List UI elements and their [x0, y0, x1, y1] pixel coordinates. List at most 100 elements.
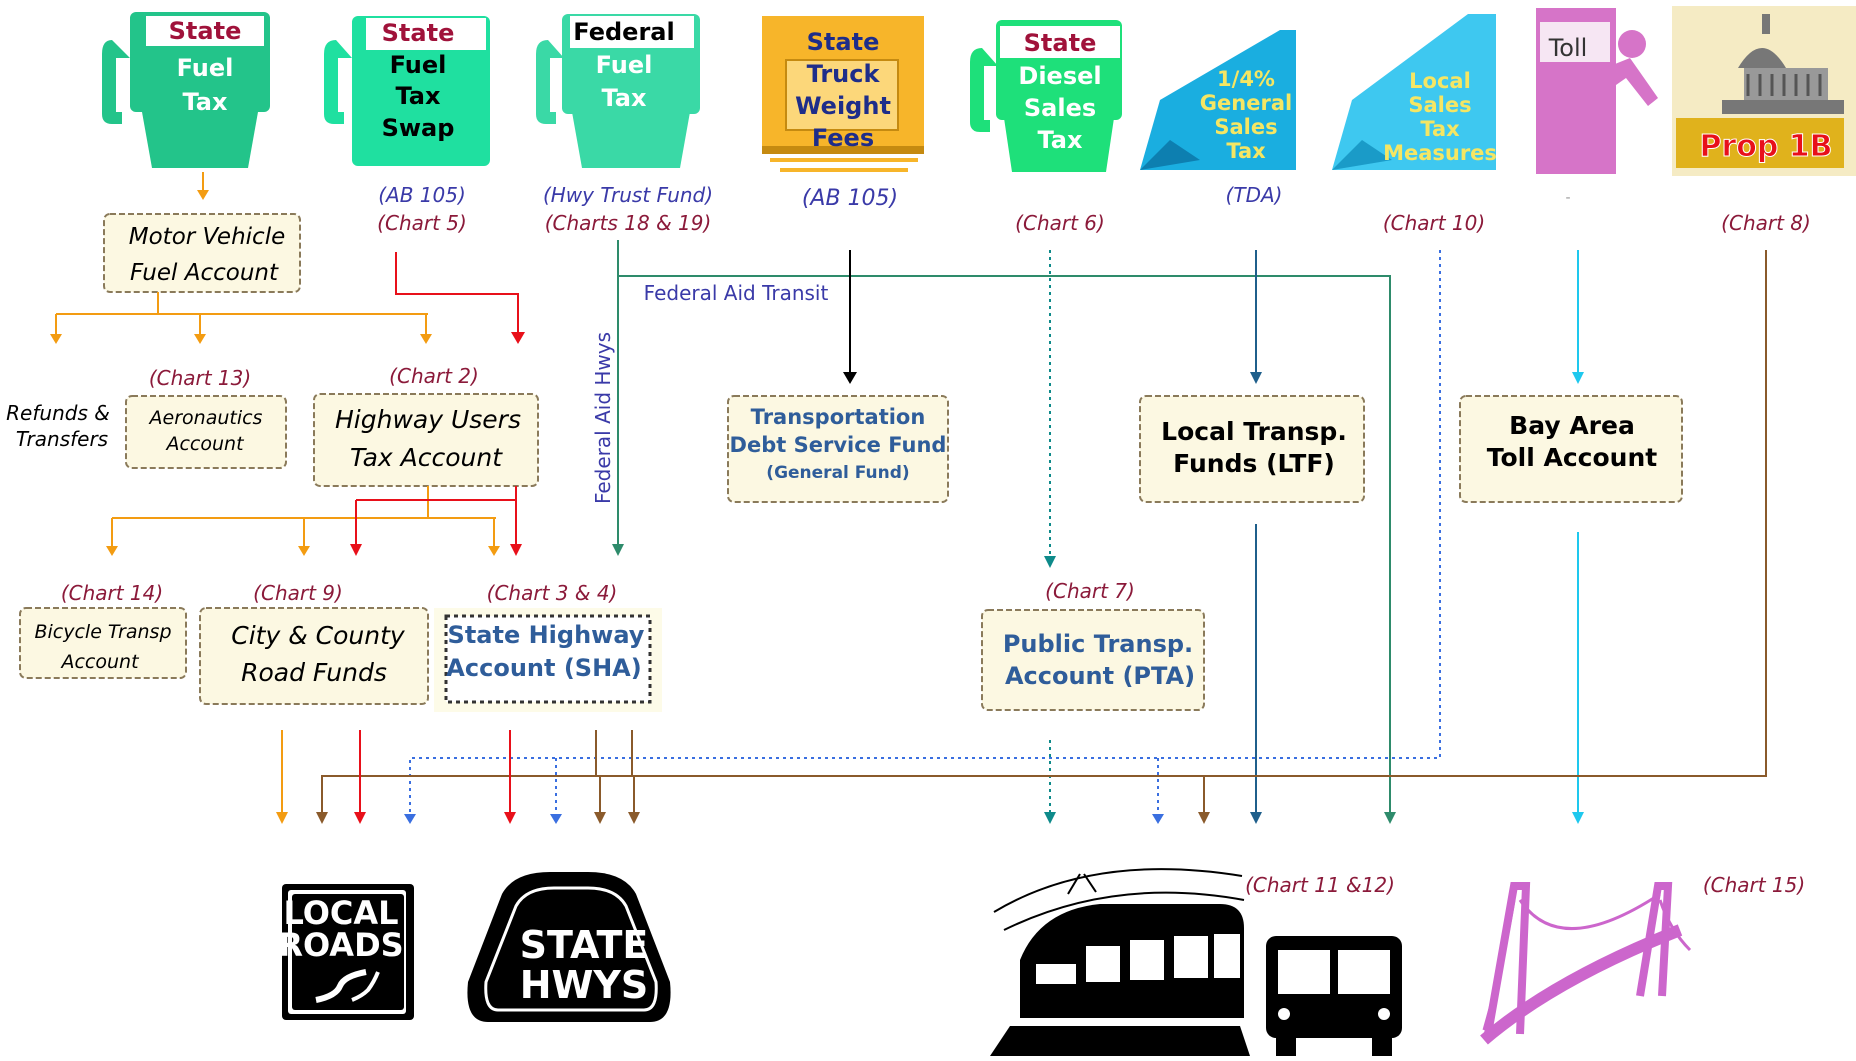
bicycle-box: Bicycle Transp Account	[19, 607, 187, 679]
source-note: (Charts 18 & 19)	[545, 211, 712, 235]
account-line: Fuel Account	[130, 260, 279, 286]
source-line: Swap	[382, 114, 455, 142]
source-note: (Chart 10)	[1383, 211, 1485, 235]
account-line: Tax Account	[350, 443, 503, 472]
account-line: Local Transp.	[1161, 417, 1347, 446]
account-line: Account (PTA)	[1005, 662, 1195, 690]
source-line: 1/4%	[1217, 67, 1275, 91]
refunds-line: Transfers	[16, 427, 108, 451]
aeronautics-box: Aeronautics Account	[125, 395, 287, 469]
account-line: (General Fund)	[766, 463, 909, 483]
source-line: Fees	[812, 124, 874, 152]
source-line: Fuel	[390, 51, 447, 79]
source-line: Diesel	[1018, 62, 1101, 90]
source-line: Tax	[183, 88, 228, 116]
account-line: Bicycle Transp	[34, 621, 171, 643]
source-note: (AB 105)	[378, 183, 466, 207]
account-note: (Chart 14)	[61, 581, 163, 605]
bridge-icon	[1480, 882, 1692, 1045]
output-line: STATE	[520, 923, 649, 967]
account-line: Account	[164, 433, 245, 455]
source-note: (Chart 8)	[1721, 211, 1811, 235]
account-line: Account	[59, 651, 140, 673]
account-note: (Chart 3 & 4)	[487, 581, 618, 605]
light-rail-train-icon	[990, 868, 1250, 1056]
source-line: Tax	[1420, 117, 1460, 141]
source-line: State	[807, 28, 880, 56]
city-county-box: City & County Road Funds	[199, 607, 429, 705]
transit-note: (Chart 11 &12)	[1245, 873, 1395, 897]
account-line: Bay Area	[1509, 411, 1635, 440]
account-line: Debt Service Fund	[730, 433, 947, 457]
tdsf-box: Transportation Debt Service Fund (Genera…	[727, 395, 949, 503]
source-line: Measures	[1383, 141, 1497, 165]
account-line: Funds (LTF)	[1173, 449, 1335, 478]
source-line: Sales	[1024, 94, 1096, 122]
ltf-box: Local Transp. Funds (LTF)	[1139, 395, 1365, 503]
pta-box: Public Transp. Account (PTA)	[981, 609, 1205, 711]
source-note: (AB 105)	[802, 186, 898, 211]
bridge-note: (Chart 15)	[1703, 873, 1805, 897]
source-line: Fuel	[177, 54, 234, 82]
output-line: HWYS	[520, 963, 649, 1007]
account-line: Public Transp.	[1003, 630, 1193, 658]
source-note: (TDA)	[1226, 183, 1283, 207]
account-note: (Chart 2)	[389, 364, 479, 388]
source-note: (Chart 6)	[1015, 211, 1105, 235]
source-line: Tax	[1038, 126, 1083, 154]
source-line: State	[1024, 29, 1097, 57]
source-line: Fuel	[596, 51, 653, 79]
account-line: Account (SHA)	[446, 654, 641, 682]
toll-booth-icon: Toll	[1536, 8, 1658, 174]
account-line: Highway Users	[335, 405, 521, 434]
source-line: Local	[1409, 69, 1471, 93]
source-line: Federal	[573, 18, 674, 46]
account-note: (Chart 7)	[1045, 579, 1135, 603]
general-sales-tax-register-icon: 1/4% General Sales Tax	[1140, 30, 1296, 170]
source-note: (Chart 5)	[377, 211, 467, 235]
local-sales-tax-register-icon: Local Sales Tax Measures	[1332, 14, 1497, 170]
output-line: LOCAL	[283, 894, 398, 932]
account-note: (Chart 13)	[149, 366, 251, 390]
refunds-line: Refunds &	[6, 401, 110, 425]
source-line: Tax	[396, 82, 441, 110]
account-line: City & County	[231, 621, 406, 650]
state-fuel-tax-pump-icon: State Fuel Tax	[102, 12, 270, 168]
source-line: Weight	[795, 92, 891, 120]
truck-weight-fees-icon: State Truck Weight Fees	[762, 16, 924, 172]
output-line: ROADS	[278, 926, 403, 964]
capitol-building-icon: Prop 1B	[1672, 6, 1856, 176]
account-line: State Highway	[448, 621, 645, 649]
account-note: (Chart 9)	[253, 581, 343, 605]
account-line: Motor Vehicle	[129, 224, 285, 250]
source-note: (Hwy Trust Fund)	[543, 183, 713, 207]
account-line: Toll Account	[1487, 443, 1658, 472]
federal-aid-transit-label: Federal Aid Transit	[644, 281, 829, 305]
source-line: Sales	[1408, 93, 1471, 117]
bus-icon	[1266, 936, 1402, 1056]
mvfa-box: Motor Vehicle Fuel Account	[103, 213, 301, 293]
source-line: State	[382, 19, 455, 47]
source-line: General	[1200, 91, 1292, 115]
source-line: Sales	[1214, 115, 1277, 139]
local-roads-sign-icon: LOCAL ROADS	[278, 884, 414, 1020]
federal-aid-hwys-label: Federal Aid Hwys	[591, 332, 615, 504]
flow-lines	[50, 172, 1767, 824]
toll-dash: -	[1565, 190, 1570, 206]
diesel-sales-tax-pump-icon: State Diesel Sales Tax	[970, 20, 1122, 172]
toll-label: Toll	[1548, 34, 1588, 62]
toll-account-box: Bay Area Toll Account	[1459, 395, 1683, 503]
source-line: Truck	[807, 60, 881, 88]
fuel-tax-swap-pump-icon: State Fuel Tax Swap	[324, 16, 490, 166]
sha-box: State Highway Account (SHA)	[434, 608, 662, 712]
source-line: Tax	[1226, 139, 1266, 163]
source-line: State	[169, 17, 242, 45]
prop1b-label: Prop 1B	[1699, 129, 1832, 164]
account-line: Transportation	[751, 405, 926, 429]
account-line: Aeronautics	[148, 407, 263, 429]
federal-fuel-tax-pump-icon: Federal Fuel Tax	[536, 14, 700, 168]
account-line: Road Funds	[241, 658, 387, 687]
state-hwys-sign-icon: STATE HWYS	[467, 872, 671, 1022]
source-line: Tax	[602, 84, 647, 112]
